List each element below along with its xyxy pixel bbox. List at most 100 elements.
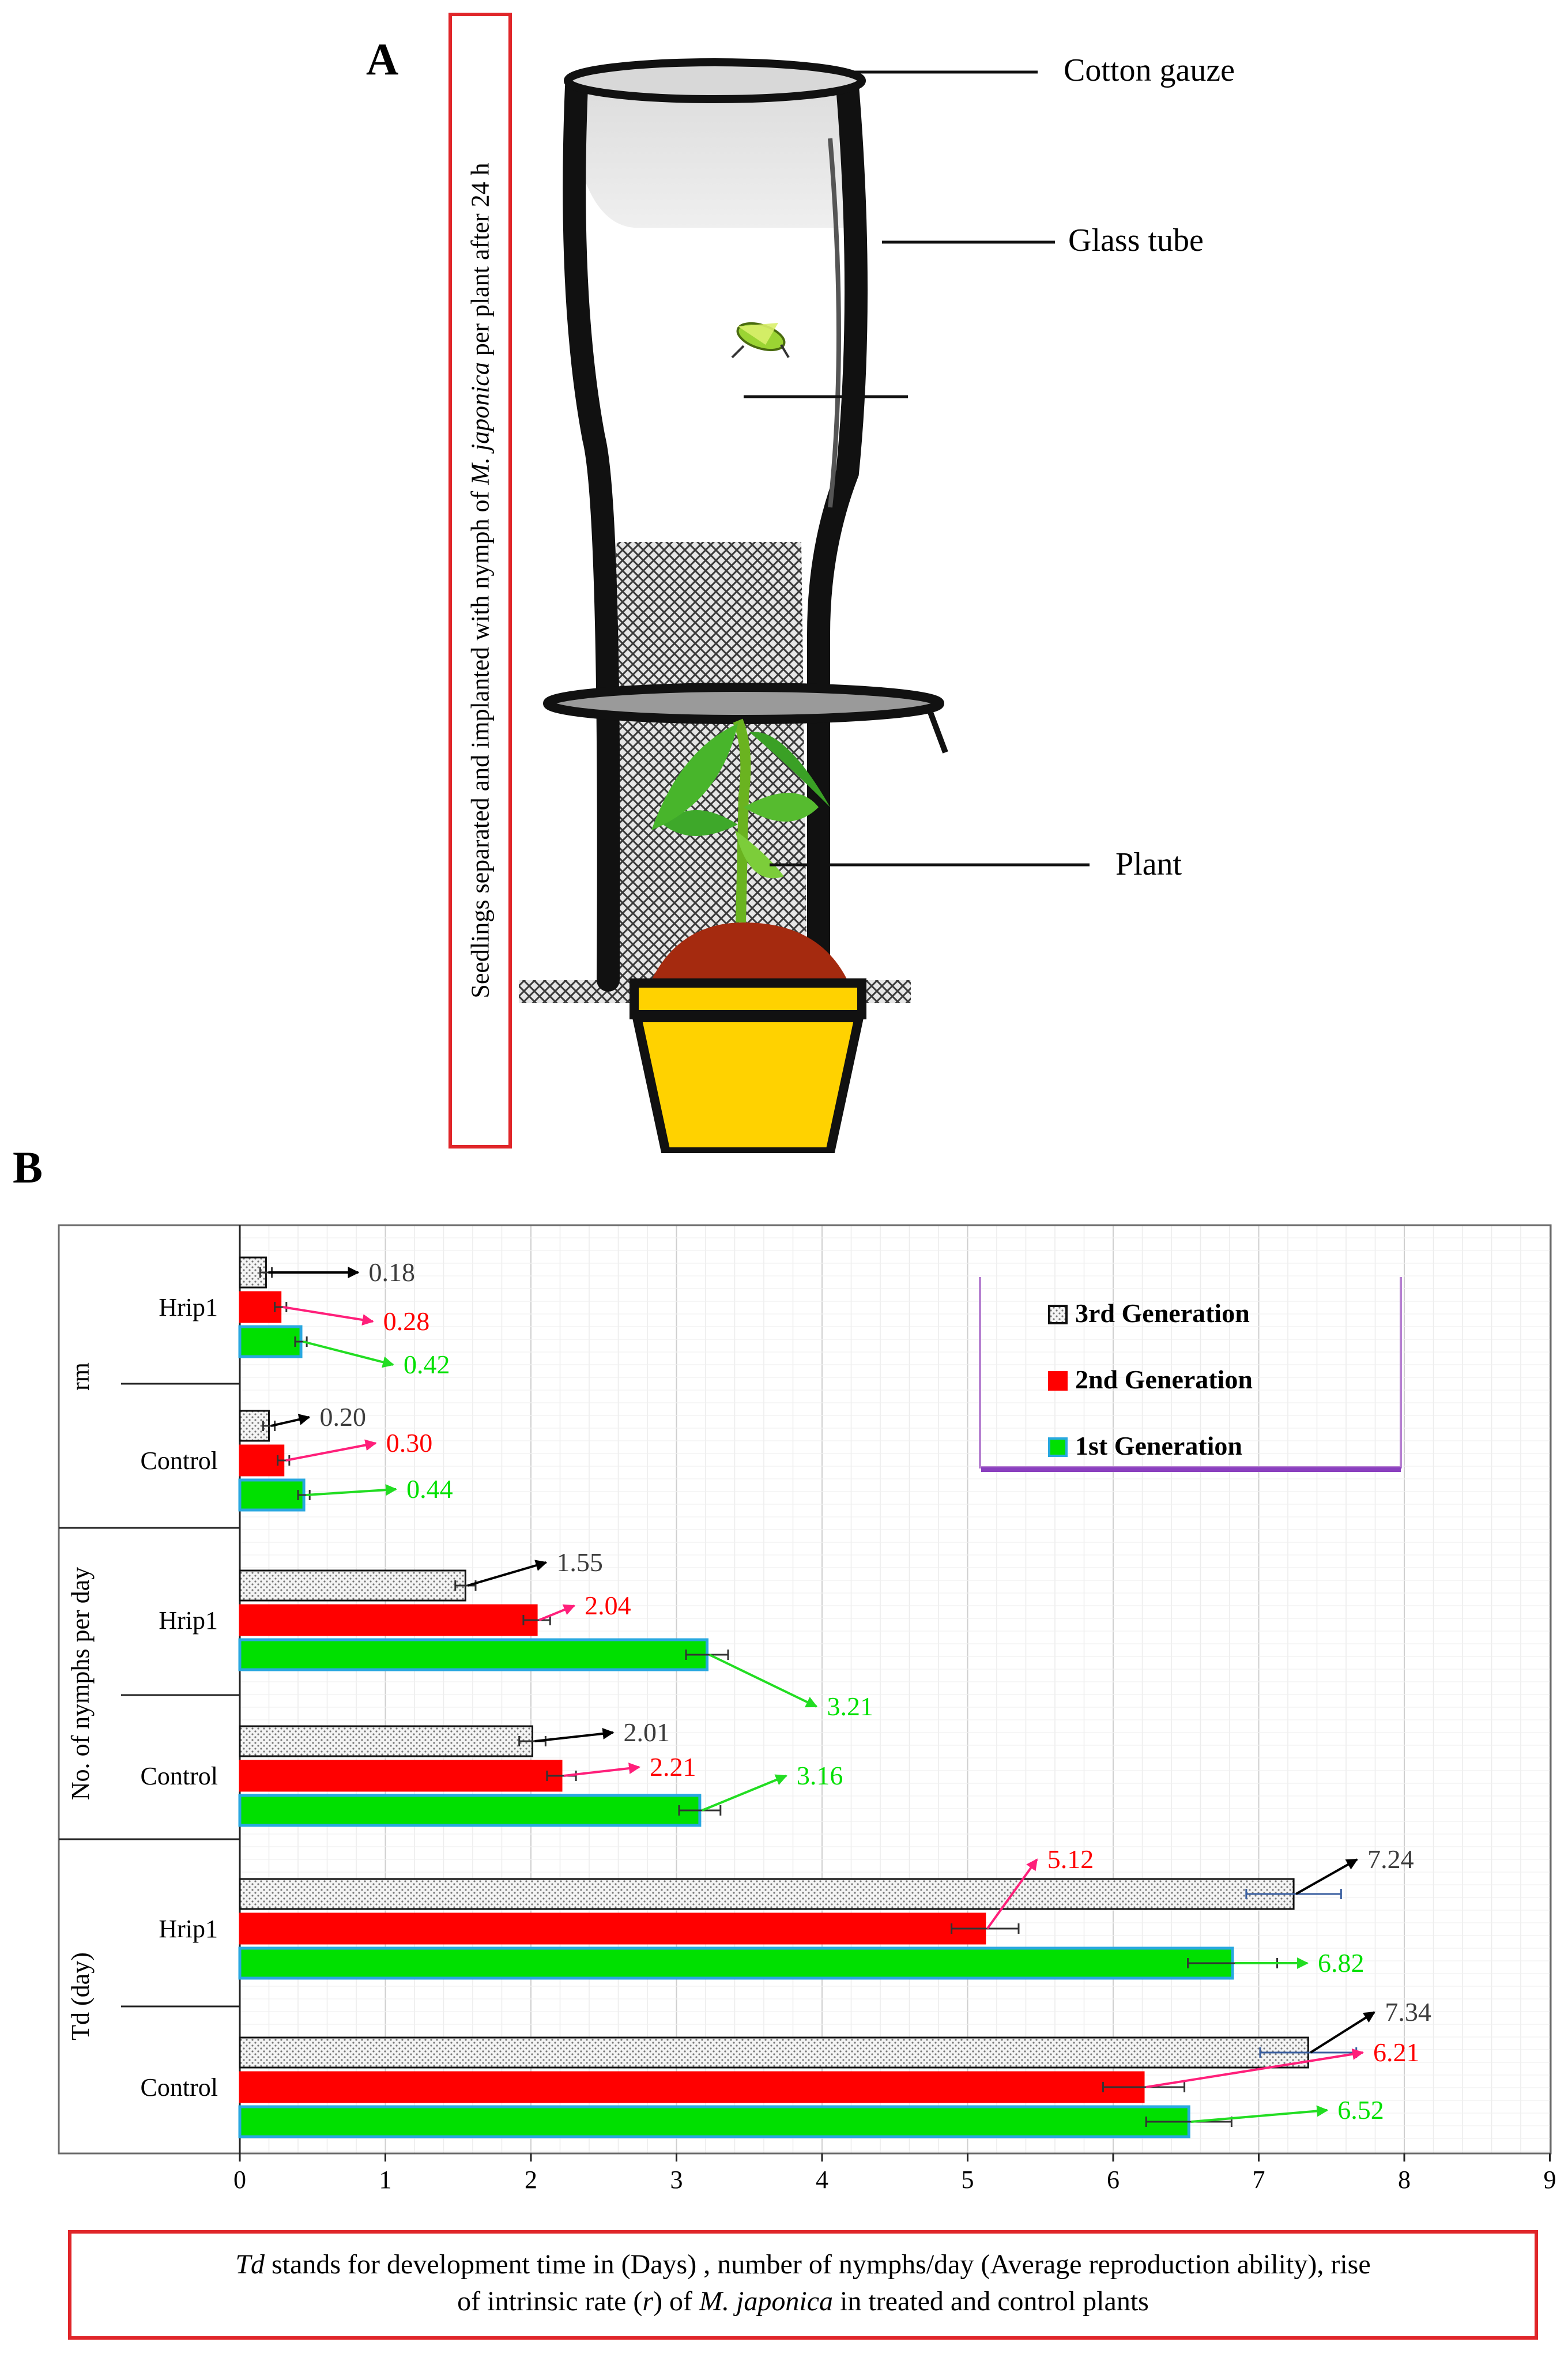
value-arrow [1295, 1858, 1358, 1895]
legend-swatch [1048, 1371, 1068, 1391]
bar [239, 1569, 466, 1602]
value-arrow [708, 1654, 818, 1708]
value-label: 0.28 [383, 1306, 430, 1336]
x-tick-label: 1 [379, 2166, 392, 2194]
x-tick-label: 7 [1253, 2166, 1265, 2194]
subgroup-label: Hrip1 [159, 1606, 218, 1635]
value-label: 6.52 [1337, 2095, 1384, 2125]
group-label: rm [66, 1362, 95, 1391]
group-label: No. of nymphs per day [66, 1567, 95, 1801]
value-arrow [538, 1604, 575, 1621]
callout-glass-tube: Glass tube [1068, 223, 1204, 258]
value-arrow [986, 1858, 1038, 1930]
x-tick-label: 6 [1107, 2166, 1120, 2194]
bar [239, 1725, 534, 1757]
value-label: 7.24 [1367, 1844, 1414, 1874]
value-arrow [1145, 2048, 1364, 2088]
chart-frame [58, 1224, 1552, 2162]
bar [239, 1604, 538, 1636]
subgroup-label: Control [141, 1762, 218, 1790]
value-label: 6.82 [1318, 1948, 1365, 1978]
x-tick-label: 3 [670, 2166, 683, 2194]
figure-caption: Td stands for development time in (Days)… [68, 2230, 1538, 2340]
x-tick-label: 2 [525, 2166, 537, 2194]
value-arrow [1310, 2011, 1376, 2054]
panel-a-letter: A [366, 34, 399, 84]
value-label: 2.01 [624, 1718, 670, 1747]
x-tick-label: 4 [816, 2166, 828, 2194]
bar [239, 1760, 563, 1792]
value-label: 0.18 [368, 1257, 415, 1287]
pot-body [631, 1013, 865, 1153]
legend-entry: 1st Generation [1075, 1431, 1242, 1460]
value-label: 0.20 [320, 1402, 367, 1432]
bar [238, 1946, 1234, 1980]
value-arrow [1191, 2105, 1329, 2123]
chart-legend: 3rd Generation 2nd Generation 1st Generati… [979, 1277, 1402, 1472]
value-label: 6.21 [1373, 2038, 1420, 2067]
value-label: 1.55 [556, 1547, 603, 1577]
x-tick-label: 9 [1544, 2166, 1556, 2194]
callout-cotton-gauze: Cotton gauze [1064, 52, 1235, 88]
callout-plant: Plant [1115, 846, 1182, 882]
value-label: 0.30 [386, 1428, 433, 1458]
glass-tube-right-wall [807, 75, 868, 992]
bar [239, 1878, 1295, 1910]
bar [239, 2071, 1145, 2103]
subgroup-label: Control [141, 1447, 218, 1475]
insect-icon [731, 322, 790, 359]
value-label: 2.04 [585, 1591, 631, 1620]
subgroup-label: Hrip1 [159, 1293, 218, 1321]
value-arrow [702, 1774, 787, 1812]
subgroup-label: Hrip1 [159, 1915, 218, 1943]
value-label: 5.12 [1047, 1844, 1094, 1874]
value-label: 3.16 [797, 1761, 843, 1790]
soil [651, 922, 847, 980]
vertical-label-box: Seedlings separated and implanted with n… [448, 13, 512, 1149]
group-label: Td (day) [66, 1952, 95, 2040]
setup-illustration [519, 58, 1090, 1153]
x-tick-label: 0 [233, 2166, 246, 2194]
value-arrow [282, 1306, 374, 1326]
chart-bars [238, 1256, 1358, 2138]
legend-entry: 3rd Generation [1075, 1298, 1250, 1328]
value-label: 0.44 [406, 1474, 453, 1504]
value-arrow [467, 1560, 548, 1587]
caption-td: Td [235, 2249, 265, 2280]
value-arrow [306, 1484, 398, 1496]
cotton-gauze [576, 81, 847, 228]
pot-rim [630, 978, 866, 1019]
x-tick-label: 5 [962, 2166, 974, 2194]
glass-tube-left-wall [563, 75, 620, 992]
value-label: 7.34 [1385, 1997, 1431, 2027]
bar [239, 2036, 1309, 2069]
value-arrow [271, 1414, 311, 1427]
bar [238, 1794, 702, 1827]
tube-opening [564, 58, 866, 103]
subgroup-label: Control [141, 2073, 218, 2102]
value-arrow [534, 1728, 615, 1742]
panel-b-letter: B [13, 1142, 43, 1192]
value-label: 3.21 [827, 1692, 874, 1721]
legend-swatch [1048, 1437, 1068, 1457]
plot-border [58, 1224, 1552, 2155]
legend-swatch [1048, 1305, 1068, 1324]
tube-ring [543, 683, 944, 724]
plant-icon [651, 718, 830, 923]
value-label: 0.42 [404, 1350, 450, 1379]
value-arrow [303, 1340, 394, 1368]
legend-entry: 2nd Generation [1075, 1365, 1253, 1394]
x-tick-label: 8 [1398, 2166, 1411, 2194]
bar [239, 1912, 986, 1945]
value-label: 2.21 [650, 1752, 696, 1782]
bar [238, 1325, 303, 1358]
caption-line1: stands for development time in (Days) , … [265, 2249, 1371, 2280]
bar [238, 1638, 709, 1671]
bar [239, 1291, 282, 1323]
bar [238, 1478, 306, 1512]
bar [238, 2105, 1190, 2138]
value-arrow [285, 1439, 377, 1462]
value-arrow [563, 1763, 641, 1777]
